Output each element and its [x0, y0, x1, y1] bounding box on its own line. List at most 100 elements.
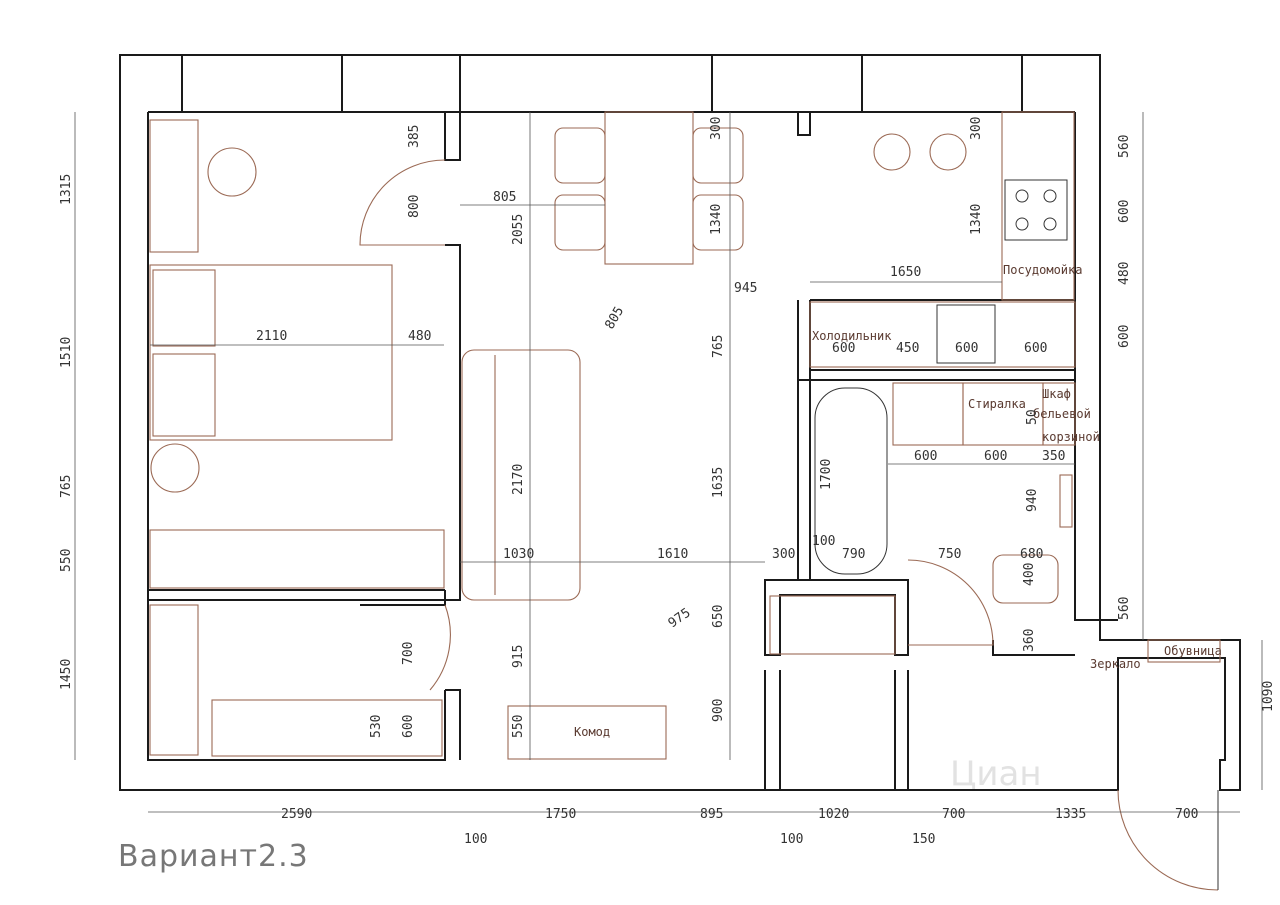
dim-bottom-small: 100 [464, 832, 487, 847]
dim-right: 600 [1117, 200, 1132, 223]
dimension-label: 1340 [969, 204, 984, 235]
dimension-label: 385 [407, 125, 422, 148]
dim-bottom: 895 [700, 807, 723, 822]
dishwasher-label: Посудомойка [1003, 263, 1082, 277]
dimension-label: 680 [1020, 547, 1043, 562]
pillow [152, 269, 216, 347]
laundry-label-2: бельевой [1033, 407, 1091, 421]
bathroom-furniture [814, 382, 1221, 663]
plan-title: Вариант2.3 [118, 839, 309, 874]
dimension-label: 600 [955, 341, 978, 356]
outer-walls [119, 54, 1241, 791]
pillow [152, 353, 216, 437]
sink [936, 304, 996, 364]
wardrobe-corridor-bottom [211, 699, 443, 757]
right-dimensions: 560 600 480 600 560 1090 [1117, 135, 1276, 712]
dimension-label: 2170 [511, 464, 526, 495]
dim-bottom-small: 100 [780, 832, 803, 847]
laundry-label-3: корзиной [1042, 430, 1100, 444]
dimension-label: 600 [1024, 341, 1047, 356]
mirror-label: Зеркало [1090, 657, 1141, 671]
dimension-label: 300 [969, 117, 984, 140]
kitchen-row [809, 301, 1076, 368]
dim-right: 480 [1117, 262, 1132, 285]
dimension-label: 530 [369, 715, 384, 738]
kitchen-counter [1001, 111, 1075, 301]
left-dimensions: 1315 1510 765 550 1450 [59, 174, 74, 690]
bedroom-furniture [149, 119, 896, 757]
dimension-label: 550 [511, 715, 526, 738]
living-furniture [461, 111, 1076, 760]
dimension-label: 350 [1042, 449, 1065, 464]
dim-bottom: 2590 [281, 807, 312, 822]
dimension-label: 1650 [890, 265, 921, 280]
laundry-cabinet [1042, 382, 1076, 446]
dim-right: 560 [1117, 135, 1132, 158]
dimension-label: 400 [1022, 563, 1037, 586]
dimension-label: 790 [842, 547, 865, 562]
dimension-label: 700 [401, 642, 416, 665]
dresser [507, 705, 667, 760]
dim-bottom: 700 [1175, 807, 1198, 822]
nightstand [150, 443, 200, 493]
watermark: Циан [950, 754, 1042, 794]
dimension-label: 50 [1025, 409, 1040, 425]
dim-bottom-small: 150 [912, 832, 935, 847]
dimension-label: 750 [938, 547, 961, 562]
dim-right: 1090 [1261, 681, 1276, 712]
dresser-label: Комод [574, 725, 610, 739]
dimension-label: 1635 [711, 467, 726, 498]
dimension-label: 1610 [657, 547, 688, 562]
dim-left: 1315 [59, 174, 74, 205]
dimension-label: 915 [511, 645, 526, 668]
inner-dimensions: 385 800 805 2055 300 1340 300 1340 1650 … [256, 117, 1065, 738]
dimension-label: 975 [666, 606, 694, 632]
dimension-label: 600 [984, 449, 1007, 464]
laundry-label-1: Шкаф [1042, 387, 1071, 401]
dimension-label: 1340 [709, 204, 724, 235]
dimension-label: 800 [407, 195, 422, 218]
wardrobe-hall [769, 595, 896, 655]
dim-right: 560 [1117, 597, 1132, 620]
bathtub [814, 387, 888, 575]
dim-left: 550 [59, 549, 74, 572]
dimension-label: 600 [832, 341, 855, 356]
dimension-label: 805 [493, 190, 516, 205]
dim-bottom: 1020 [818, 807, 849, 822]
dimension-label: 765 [711, 335, 726, 358]
dim-bottom: 700 [942, 807, 965, 822]
dimension-lines [74, 112, 1263, 813]
dimension-label: 945 [734, 281, 757, 296]
washer-label: Стиралка [968, 397, 1026, 411]
dimension-label: 940 [1025, 489, 1040, 512]
wardrobe-corridor-left [149, 604, 199, 756]
round-table [207, 147, 257, 197]
wardrobe-bedroom [149, 529, 445, 589]
dimension-label: 2110 [256, 329, 287, 344]
stove [1004, 179, 1068, 241]
dimension-label: 2055 [511, 214, 526, 245]
dimension-label: 450 [896, 341, 919, 356]
dim-bottom: 1750 [545, 807, 576, 822]
doors [359, 159, 1219, 891]
bottom-dimensions: 2590 1750 895 1020 700 1335 700 100 100 … [281, 807, 1198, 847]
shoe-rack-label: Обувница [1164, 644, 1222, 658]
bed [149, 264, 393, 441]
dimension-label: 300 [709, 117, 724, 140]
dimension-label: 100 [812, 534, 835, 549]
dim-right: 600 [1117, 325, 1132, 348]
toilet [992, 554, 1059, 604]
shoe-rack [1147, 639, 1221, 663]
dimension-label: 900 [711, 699, 726, 722]
wardrobe-small [149, 119, 199, 253]
dim-left: 1450 [59, 659, 74, 690]
dim-left: 765 [59, 475, 74, 498]
dimension-label: 600 [914, 449, 937, 464]
sofa [461, 349, 581, 601]
fridge-label: Холодильник [812, 329, 892, 343]
dimension-label: 1700 [819, 459, 834, 490]
dimension-label: 360 [1022, 629, 1037, 652]
dimension-label: 600 [401, 715, 416, 738]
dimension-label: 805 [602, 304, 627, 332]
